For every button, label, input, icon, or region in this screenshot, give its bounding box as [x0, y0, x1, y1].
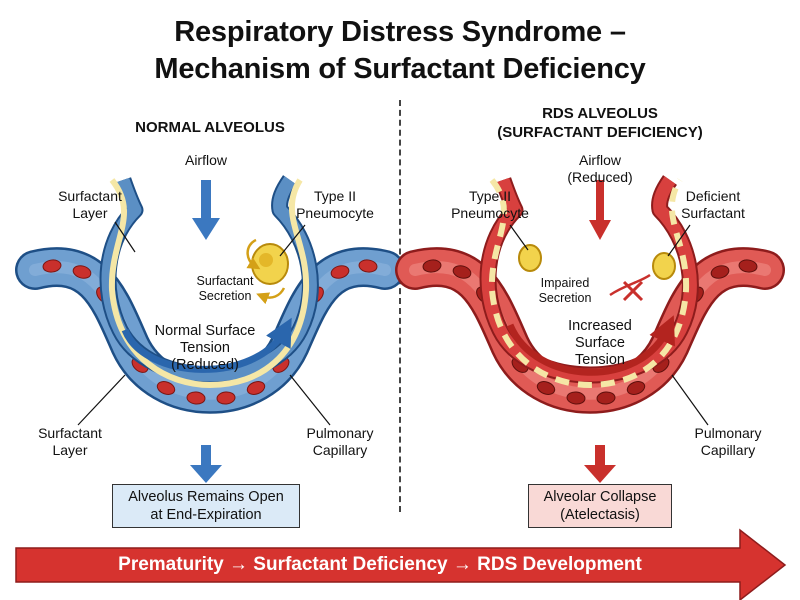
normal-leader-lines: [77, 221, 331, 426]
rds-panel-heading: RDS ALVEOLUS (SURFACTANT DEFICIENCY): [497, 105, 703, 141]
normal-surface-tension-label: Normal Surface Tension (Reduced): [154, 323, 256, 373]
rds-leader-lines: [509, 224, 709, 426]
rds-impaired-secretion-label: Impaired Secretion: [538, 276, 592, 305]
normal-alveolar-wall: [99, 175, 319, 389]
panel-divider: [399, 100, 401, 512]
rds-type2-pneumocyte-left: [518, 244, 542, 272]
rds-pulmonary-capillary-label: Pulmonary Capillary: [694, 425, 762, 458]
diagram-title: Respiratory Distress Syndrome – Mechanis…: [0, 14, 800, 88]
normal-airflow-arrow: [192, 180, 220, 240]
normal-result-box: Alveolus Remains Open at End-Expiration: [112, 484, 300, 528]
normal-tension-arrow: [121, 317, 292, 373]
summary-banner-text: Prematurity → Surfactant Deficiency → RD…: [118, 554, 642, 575]
normal-airflow-label: Airflow: [184, 152, 227, 168]
summary-banner-arrow: [15, 528, 787, 600]
normal-type2-pneumocyte-label: Type II Pneumocyte: [296, 188, 374, 221]
rds-deficient-surfactant-label: Deficient Surfactant: [681, 188, 745, 221]
rds-type2-pneumocyte-right: [652, 252, 676, 280]
rds-panel-art: [395, 175, 785, 483]
normal-surfactant-layer-label-top: Surfactant Layer: [58, 188, 122, 221]
normal-surfactant-layer-label-bottom: Surfactant Layer: [38, 425, 102, 458]
normal-type2-pneumocyte: [246, 238, 289, 305]
rds-result-arrow: [584, 445, 616, 483]
normal-panel-heading: NORMAL ALVEOLUS: [135, 119, 285, 136]
rds-tension-arrow: [506, 315, 675, 376]
normal-surfactant-secretion-label: Surfactant Secretion: [196, 274, 254, 303]
impaired-secretion-x-icon: [609, 273, 651, 302]
rds-airflow-arrow: [589, 180, 611, 240]
rds-surface-tension-label: Increased Surface Tension: [568, 318, 632, 368]
rds-airflow-label: Airflow (Reduced): [567, 152, 633, 185]
rds-type2-pneumocyte-label: Type II Pneumocyte: [451, 188, 529, 221]
title-line-2: Mechanism of Surfactant Deficiency: [154, 53, 646, 85]
rds-result-box: Alveolar Collapse (Atelectasis): [528, 484, 672, 528]
normal-pulmonary-capillary-label: Pulmonary Capillary: [306, 425, 374, 458]
normal-result-arrow: [190, 445, 222, 483]
title-line-1: Respiratory Distress Syndrome –: [174, 16, 626, 48]
normal-panel-art: [15, 175, 405, 483]
